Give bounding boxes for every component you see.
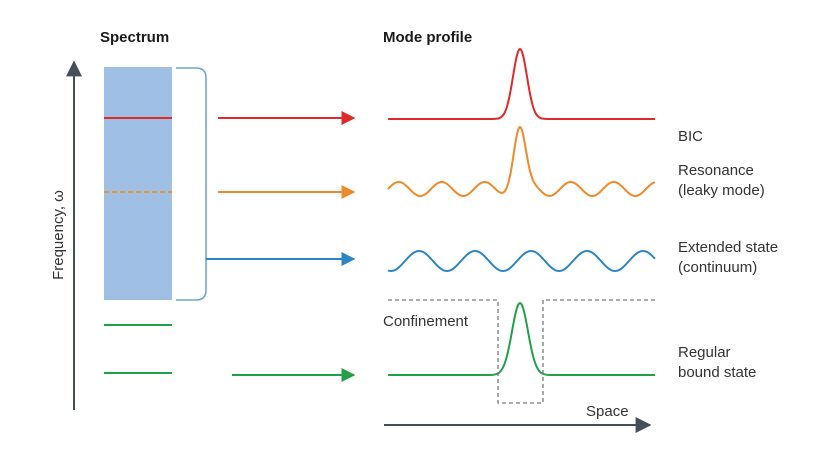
continuum-band (104, 67, 172, 300)
frequency-axis-label: Frequency, ω (50, 190, 67, 280)
bound-label: Regular bound state (678, 344, 756, 381)
mode-profile-heading: Mode profile (383, 29, 472, 46)
resonance-mode-profile (387, 125, 656, 198)
spectrum-heading: Spectrum (100, 29, 169, 46)
continuum-bracket (176, 67, 207, 301)
confinement-label: Confinement (383, 313, 469, 330)
bound-label-line-1: Regular (678, 344, 731, 361)
extended-mode-profile (387, 249, 656, 273)
bound-mode-profile (388, 301, 655, 376)
resonance-label: Resonance (leaky mode) (678, 162, 765, 199)
confinement-potential (388, 299, 655, 404)
extended-label: Extended state (continuum) (678, 239, 782, 276)
bic-mode-profile (388, 47, 655, 120)
resonance-label-line-1: Resonance (678, 162, 754, 179)
extended-label-line-1: Extended state (678, 239, 778, 256)
resonance-label-line-2: (leaky mode) (678, 182, 765, 199)
bic-label: BIC (678, 128, 703, 145)
bic-label-line-1: BIC (678, 128, 703, 145)
extended-label-line-2: (continuum) (678, 259, 757, 276)
space-axis-label: Space (586, 403, 629, 420)
bound-label-line-2: bound state (678, 364, 756, 381)
